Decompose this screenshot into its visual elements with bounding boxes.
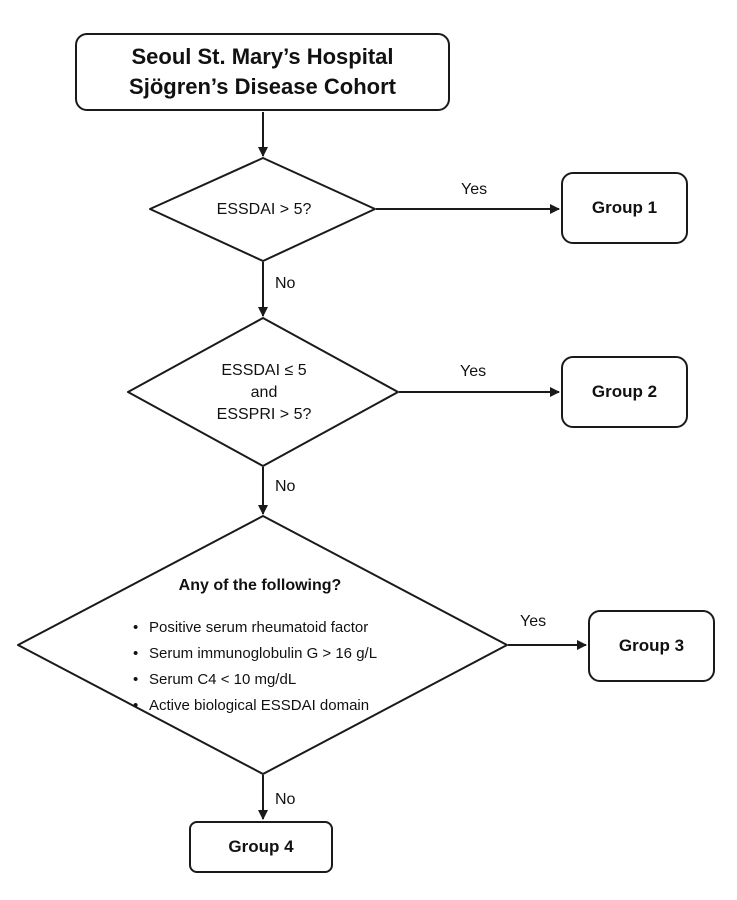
- group1-label: Group 1: [591, 198, 658, 217]
- group2-label: Group 2: [591, 382, 658, 401]
- decision3-yes-label: Yes: [520, 613, 547, 630]
- group1-box: Group 1: [561, 172, 688, 244]
- decision1-no-label: No: [275, 275, 296, 292]
- group3-box: Group 3: [588, 610, 715, 682]
- criteria-item: Positive serum rheumatoid factor: [133, 615, 377, 641]
- cohort-title-line2: Sjögren’s Disease Cohort: [129, 74, 396, 99]
- cohort-start-box: Seoul St. Mary’s Hospital Sjögren’s Dise…: [75, 33, 450, 111]
- decision2-line3: ESSPRI > 5?: [216, 406, 312, 423]
- decision2-text: ESSDAI ≤ 5 and ESSPRI > 5?: [150, 360, 378, 426]
- group3-label: Group 3: [618, 636, 685, 655]
- decision2-diamond: [127, 317, 399, 467]
- group2-box: Group 2: [561, 356, 688, 428]
- decision2-yes-label: Yes: [460, 363, 487, 380]
- decision1-diamond: [149, 157, 376, 262]
- criteria-item: Serum immunoglobulin G > 16 g/L: [133, 641, 377, 667]
- criteria-item: Active biological ESSDAI domain: [133, 693, 377, 719]
- decision2-no-label: No: [275, 478, 296, 495]
- group4-label: Group 4: [228, 837, 294, 856]
- group4-box: Group 4: [189, 821, 333, 873]
- decision2-line1: ESSDAI ≤ 5: [221, 362, 307, 379]
- criteria-item: Serum C4 < 10 mg/dL: [133, 667, 377, 693]
- decision1-text: ESSDAI > 5?: [216, 201, 312, 218]
- decision1-yes-label: Yes: [461, 181, 488, 198]
- cohort-title-line1: Seoul St. Mary’s Hospital: [131, 44, 394, 69]
- decision3-no-label: No: [275, 791, 296, 808]
- criteria-list: Positive serum rheumatoid factor Serum i…: [133, 615, 377, 719]
- decision2-line2: and: [250, 384, 278, 401]
- decision3-title: Any of the following?: [178, 577, 342, 594]
